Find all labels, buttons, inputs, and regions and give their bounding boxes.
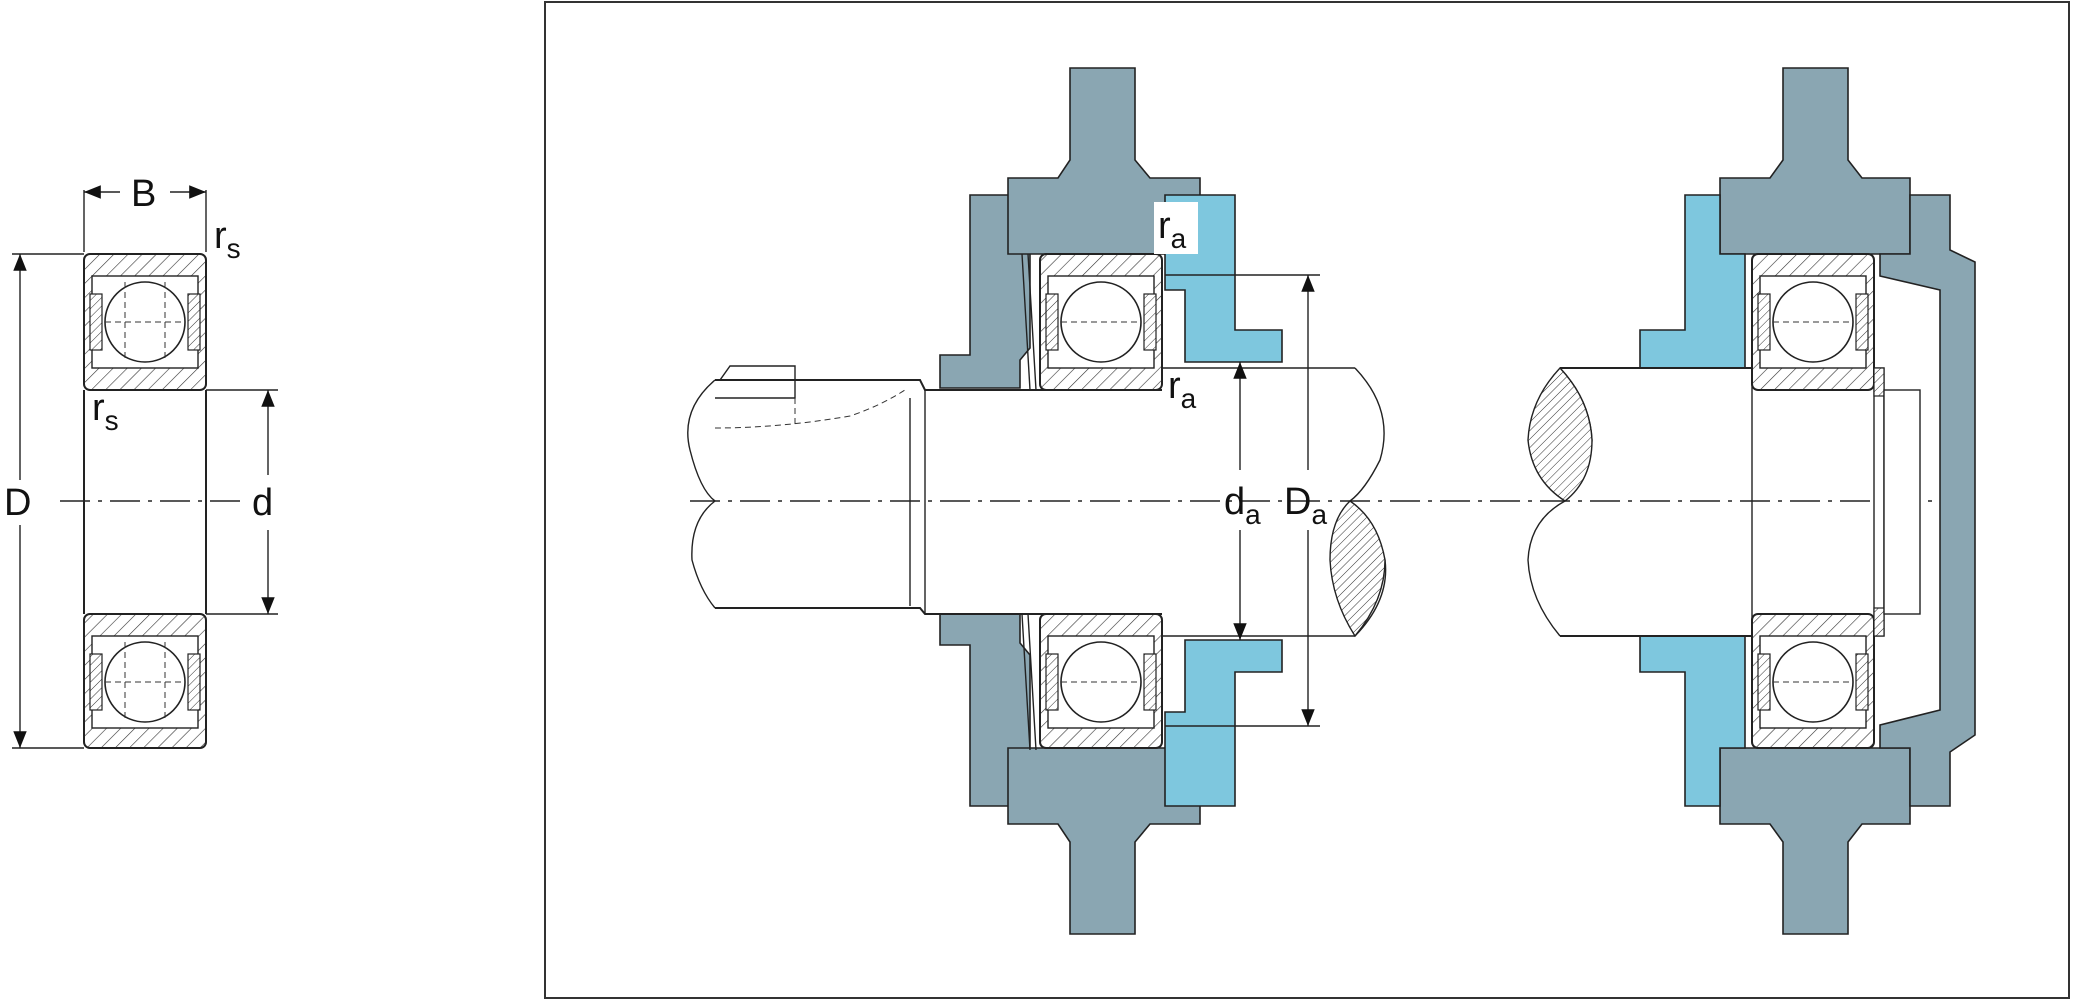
label-ra-shoulder: ra (1168, 365, 1197, 414)
ball-bearing-cross-section-icon (1039, 613, 1163, 749)
label-ra-top: ra (1158, 205, 1187, 254)
label-d: d (252, 482, 273, 524)
label-B: B (131, 173, 156, 215)
end-cap (1879, 194, 1976, 807)
label-rs-bottom: rs (92, 387, 119, 436)
label-Da: Da (1284, 481, 1327, 530)
application-frame (544, 1, 2070, 999)
ball-bearing-cross-section-icon (1039, 253, 1163, 391)
label-rs-top: rs (214, 215, 241, 264)
assembly-right (1527, 67, 1976, 935)
label-D: D (4, 482, 31, 524)
spacer-ring-bottom (1164, 639, 1283, 807)
housing-icon (1719, 67, 1911, 255)
housing-icon (1719, 747, 1911, 935)
ball-bearing-cross-section-icon (83, 613, 207, 749)
bearing-section-left: B D d rs rs (4, 173, 278, 749)
ball-bearing-cross-section-icon (83, 253, 207, 391)
ra-label-backdrop (1154, 202, 1198, 254)
assembly-left: ra ra da Da (687, 67, 1940, 935)
label-da: da (1224, 481, 1261, 530)
ball-bearing-cross-section-icon (1751, 613, 1875, 749)
ball-bearing-cross-section-icon (1751, 253, 1875, 391)
shaft-icon (1527, 366, 1921, 637)
